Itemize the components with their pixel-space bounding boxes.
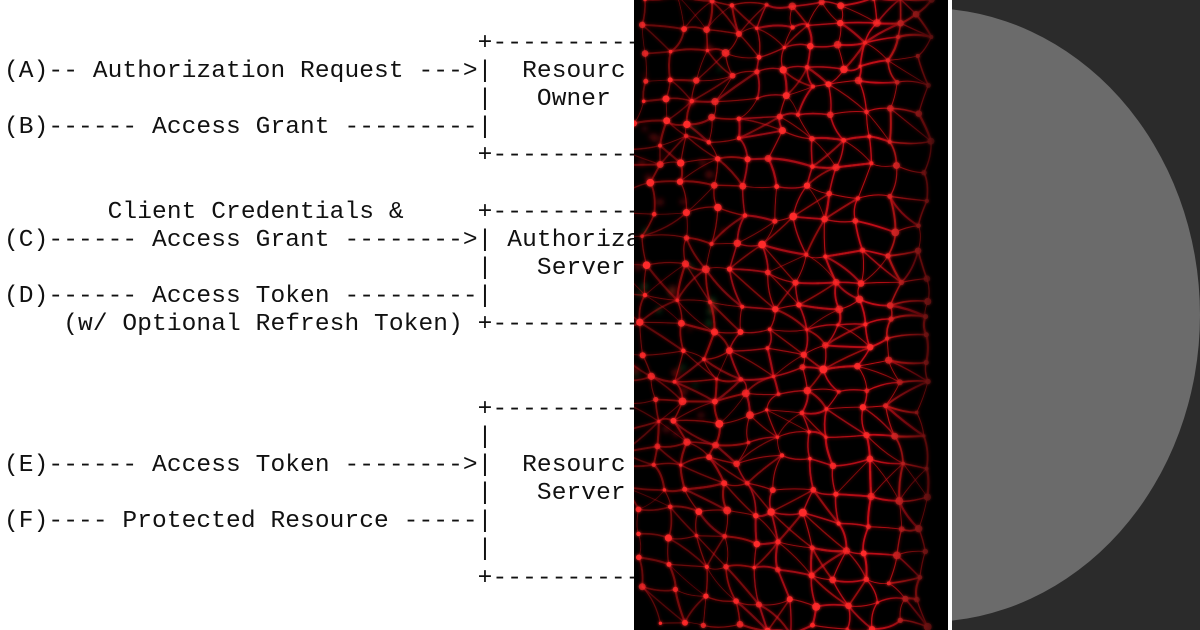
diagram-line: (A)-- Authorization Request --->| Resour… xyxy=(4,58,626,85)
diagram-line: | xyxy=(4,424,493,451)
diagram-line: +---------- xyxy=(4,142,634,169)
diagram-line: (B)------ Access Grant ---------| xyxy=(4,114,493,141)
network-mesh-graphic xyxy=(634,0,948,630)
logo-disc-shape xyxy=(952,8,1200,622)
diagram-line: +---------- xyxy=(4,30,634,57)
diagram-line: | Server xyxy=(4,480,626,507)
diagram-line: (D)------ Access Token ---------| xyxy=(4,283,493,310)
diagram-line: | Owner xyxy=(4,86,611,113)
diagram-line: | Server xyxy=(4,255,626,282)
diagram-line: (E)------ Access Token -------->| Resour… xyxy=(4,452,626,479)
diagram-line: (w/ Optional Refresh Token) +---------- xyxy=(4,311,634,338)
diagram-line: (C)------ Access Grant -------->| Author… xyxy=(4,227,634,254)
diagram-line: | xyxy=(4,536,493,563)
diagram-line: (F)---- Protected Resource -----| xyxy=(4,508,493,535)
red-network-mesh-image xyxy=(634,0,948,630)
diagram-line: +---------- xyxy=(4,396,634,423)
panel-divider xyxy=(948,0,952,630)
grey-half-circle-logo xyxy=(952,0,1200,630)
diagram-line: +---------- xyxy=(4,565,634,592)
oauth-flow-diagram: +---------- (A)-- Authorization Request … xyxy=(4,30,634,592)
diagram-line: Client Credentials & +---------- xyxy=(4,199,634,226)
